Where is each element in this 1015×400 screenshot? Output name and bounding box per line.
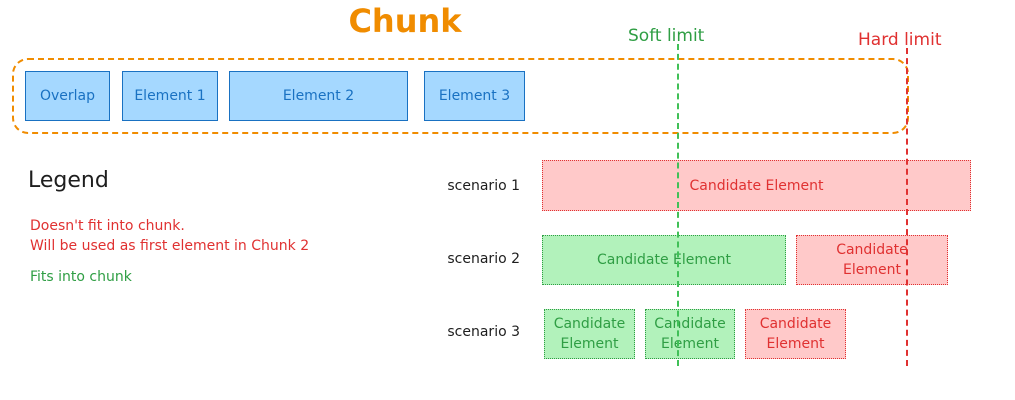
scenario-2-candidate-element-1: Candidate Element — [542, 235, 786, 285]
scenario-1-candidate-element: Candidate Element — [542, 160, 971, 211]
scenario-3-candidate-element-3: Candidate Element — [745, 309, 846, 359]
scenario-3-label: scenario 3 — [447, 324, 520, 340]
legend-green-description: Fits into chunk — [30, 269, 132, 285]
element-3: Element 3 — [424, 71, 525, 121]
legend-red-line-2: Will be used as first element in Chunk 2 — [30, 238, 310, 254]
scenario-3-candidate-element-1: Candidate Element — [544, 309, 635, 359]
chunk-title: Chunk — [348, 2, 462, 40]
legend-red-line-1: Doesn't fit into chunk. — [30, 218, 185, 234]
legend-red-description: Doesn't fit into chunk. Will be used as … — [30, 216, 309, 256]
scenario-3-candidate-element-2: Candidate Element — [645, 309, 735, 359]
overlap-element: Overlap — [25, 71, 110, 121]
element-1: Element 1 — [122, 71, 218, 121]
hard-limit-line — [906, 48, 908, 366]
chunk-boundary — [12, 58, 909, 134]
element-2: Element 2 — [229, 71, 408, 121]
scenario-2-candidate-element-2: Candidate Element — [796, 235, 948, 285]
soft-limit-line — [677, 44, 679, 366]
hard-limit-label: Hard limit — [858, 30, 942, 50]
soft-limit-label: Soft limit — [628, 26, 705, 46]
legend-title: Legend — [28, 168, 109, 193]
scenario-2-label: scenario 2 — [447, 251, 520, 267]
scenario-1-label: scenario 1 — [447, 178, 520, 194]
